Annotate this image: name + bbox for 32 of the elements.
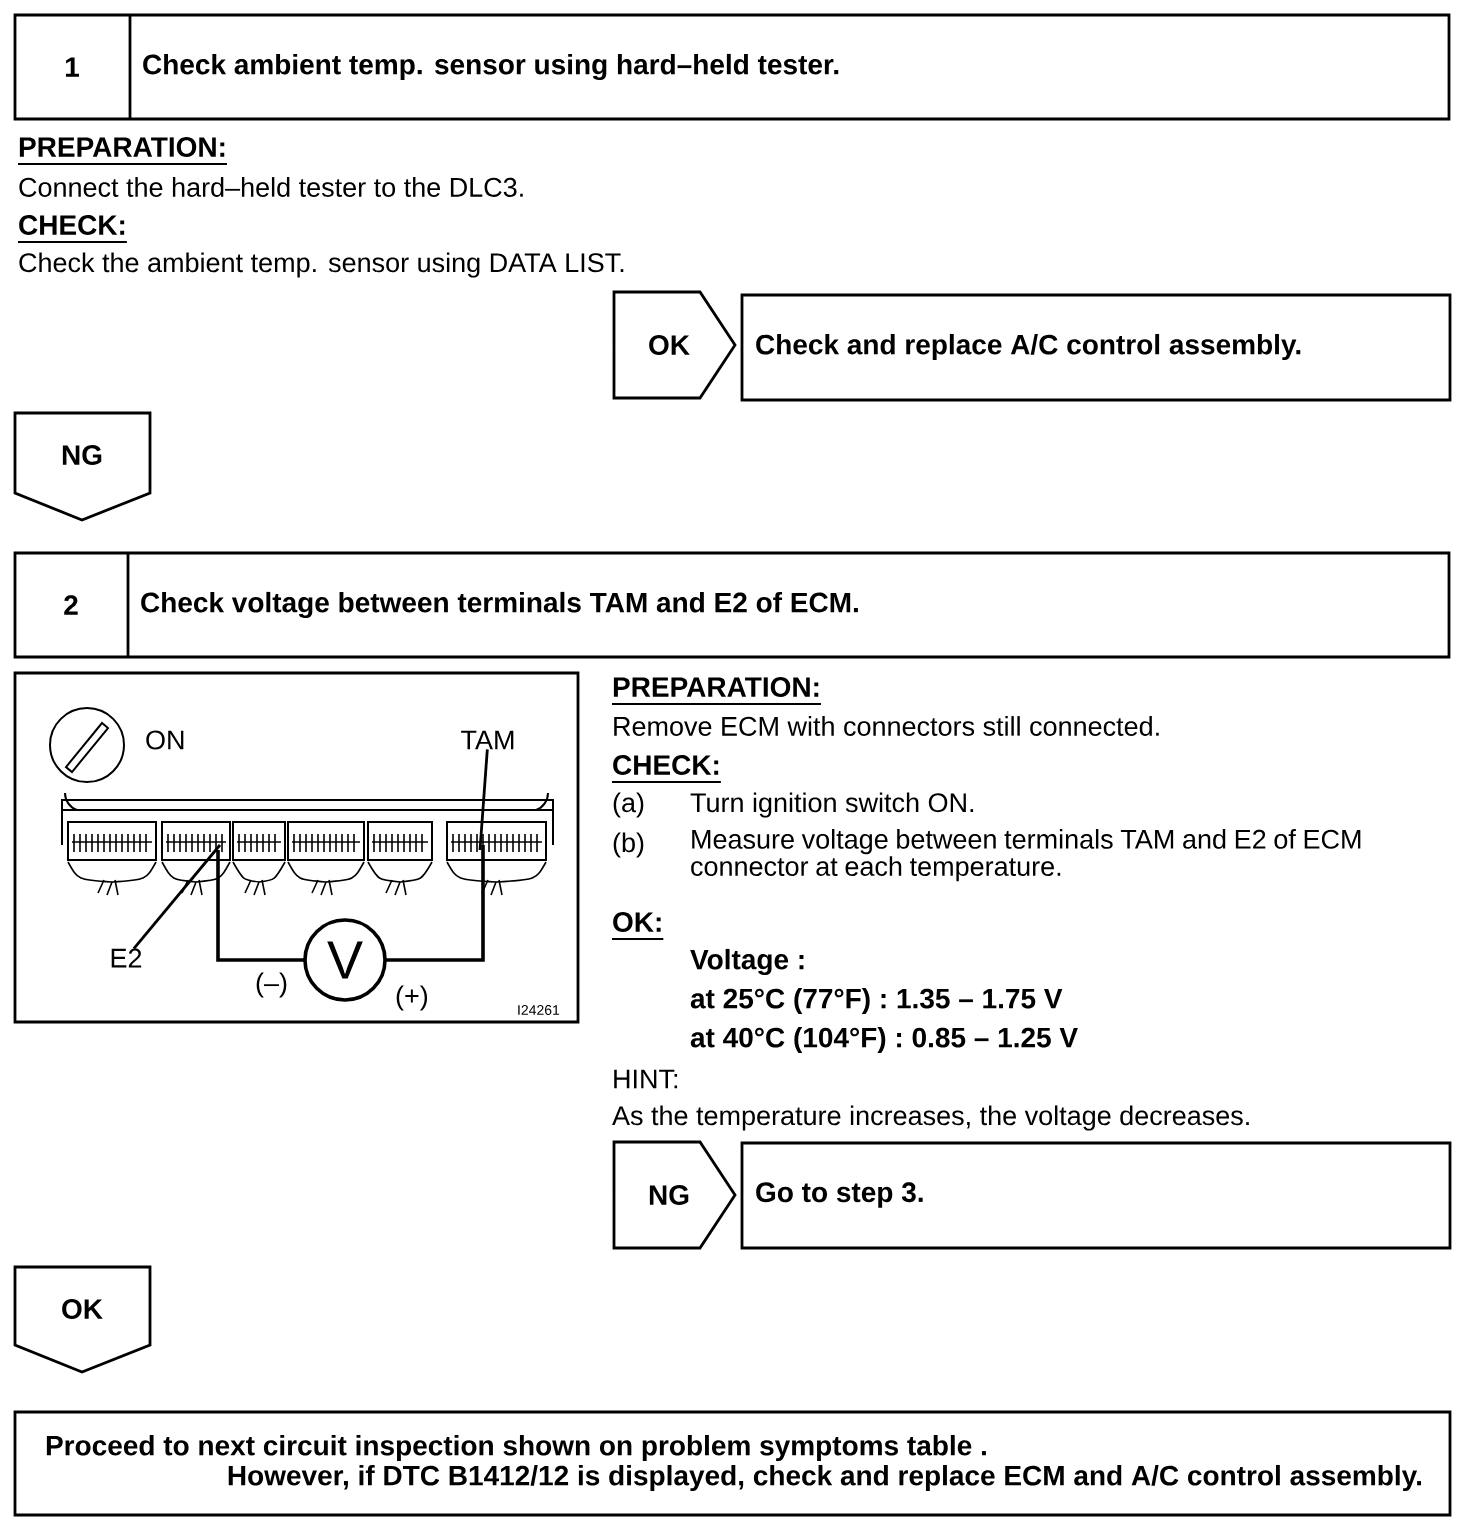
instruction-text: Measure voltage between terminals TAM and E2 of ECM connector at each temperature. [691,829,1361,882]
result-box: Go to step 3. [740,1141,1452,1250]
spec-text: at 25°C (77°F) : 1.35 – 1.75 V [690,987,1063,1015]
step-box: 1 Check ambient temp. sensor using hard–held tester. [13,13,1451,121]
spec-text: Voltage : [690,948,804,976]
section-heading: CHECK: [611,755,722,783]
instruction-text: Check the ambient temp. sensor using DATA LIST. [19,252,624,278]
terminal-label: E2 [111,948,142,968]
result-box: Check and replace A/C control assembly. [740,293,1452,402]
spec-text: at 40°C (104°F) : 0.85 – 1.25 V [690,1026,1078,1054]
terminal-label: TAM [461,730,514,750]
step-letter: (b) [613,832,644,858]
section-heading: PREPARATION: [611,677,822,705]
step-box: 2 Check voltage between terminals TAM and E2 of ECM. [13,551,1451,659]
wire [385,845,485,962]
polarity-label: (–) [256,972,287,998]
section-heading: CHECK: [17,215,128,243]
leader-line [478,749,489,851]
section-heading: PREPARATION: [17,137,228,165]
hint-heading: HINT: [614,1069,678,1089]
leader-line [132,844,222,950]
result-box: Proceed to next circuit inspection shown on problem symptoms table . However, if DTC B1412/12 is displayed, check and replace ECM and A/C control assembly. [13,1410,1452,1517]
polarity-label: (+) [396,985,428,1011]
instruction-text: Turn ignition switch ON. [690,792,974,818]
wire [216,850,305,962]
instruction-text: Connect the hard–held tester to the DLC3. [19,177,523,197]
section-heading: OK: [611,912,665,940]
instruction-text: Remove ECM with connectors still connected. [614,716,1159,736]
switch-label: ON [146,730,184,750]
hint-text: As the temperature increases, the voltage decreases. [612,1105,1249,1131]
step-letter: (a) [613,792,644,818]
figure-number: I24261 [518,1005,560,1015]
